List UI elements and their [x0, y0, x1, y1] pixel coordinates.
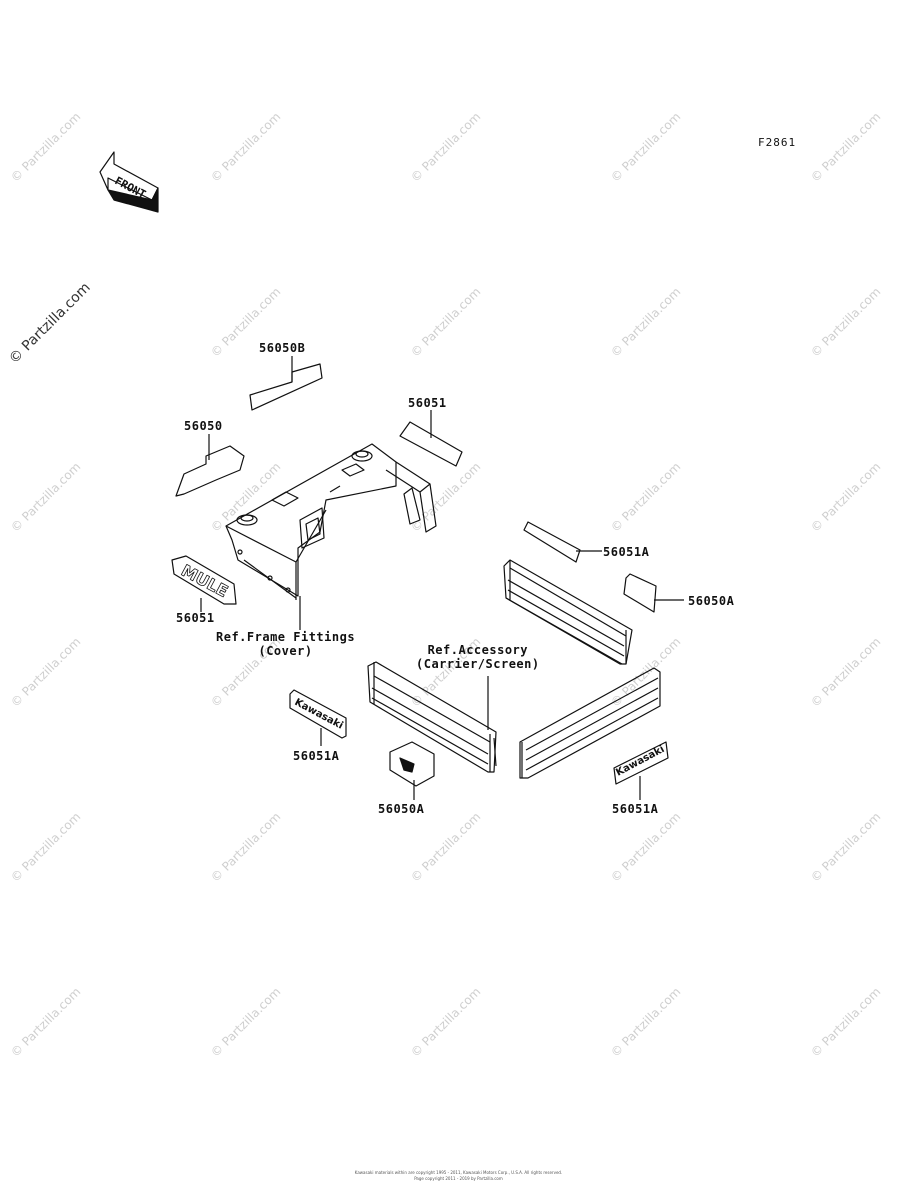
- frame-cover: [225, 443, 437, 600]
- decal-kawasaki-right: Kawasaki: [613, 741, 669, 785]
- decal-56050b: [249, 363, 323, 411]
- callout-56050a-lower[interactable]: 56050A: [378, 802, 425, 816]
- ref-accessory-line2: (Carrier/Screen): [416, 657, 540, 671]
- callout-56051a-right[interactable]: 56051A: [612, 802, 659, 816]
- callout-56050a-right[interactable]: 56050A: [688, 594, 735, 608]
- decal-kawasaki-left: Kawasaki: [289, 689, 347, 739]
- ref-frame-line2: (Cover): [258, 644, 313, 658]
- callout-56051a-left[interactable]: 56051A: [293, 749, 340, 763]
- decal-56051-rear: [399, 421, 463, 467]
- callout-56050[interactable]: 56050: [184, 419, 223, 433]
- callout-56051a-upper[interactable]: 56051A: [603, 545, 650, 559]
- decal-mule: MULE: [171, 555, 237, 605]
- figure-code: F2861: [758, 136, 797, 149]
- decal-56050: [175, 445, 245, 497]
- decal-56050a-right: [623, 573, 657, 613]
- callout-56050b[interactable]: 56050B: [259, 341, 306, 355]
- carrier-screen-upper: [503, 559, 633, 665]
- ref-accessory[interactable]: Ref.Accessory (Carrier/Screen): [416, 643, 540, 671]
- ref-accessory-line1: Ref.Accessory: [427, 643, 528, 657]
- front-arrow-icon: FRONT: [99, 151, 159, 213]
- carrier-screen-left: [367, 661, 497, 773]
- copyright-line-2: Page copyright 2011 - 2019 by Partzilla.…: [414, 1176, 503, 1181]
- ref-frame-fittings[interactable]: Ref.Frame Fittings (Cover): [216, 630, 355, 658]
- copyright-line-1: Kawasaki materials within are copyright …: [354, 1170, 563, 1175]
- decal-56051a-upper: [523, 521, 581, 563]
- ref-frame-line1: Ref.Frame Fittings: [216, 630, 356, 644]
- callout-56051-mule[interactable]: 56051: [176, 611, 215, 625]
- callout-56051-top[interactable]: 56051: [408, 396, 447, 410]
- decal-56050a-lower: [389, 741, 435, 787]
- carrier-screen-right: [519, 667, 661, 779]
